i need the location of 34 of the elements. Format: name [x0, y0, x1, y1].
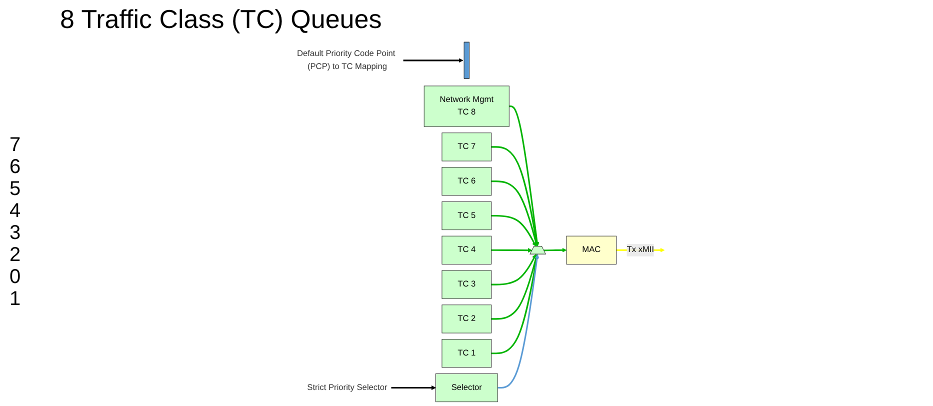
diagram-title: 8 Traffic Class (TC) Queues — [59, 3, 383, 36]
node-box: MAC — [566, 236, 617, 264]
priority-number: 5 — [9, 178, 21, 200]
priority-number: 2 — [9, 244, 21, 266]
arrow — [544, 248, 567, 252]
node-box: Network Mgmt TC 8 — [424, 86, 510, 127]
priority-number: 0 — [9, 266, 21, 288]
priority-number: 4 — [9, 200, 21, 222]
node-trapezoid — [530, 246, 546, 254]
arrow — [491, 214, 536, 247]
edge-label: Tx xMII — [626, 245, 654, 254]
node-box: TC 2 — [442, 304, 492, 334]
node-box: TC 6 — [442, 167, 492, 196]
priority-number: 6 — [9, 156, 21, 178]
node-box: TC 4 — [442, 236, 492, 264]
arrow — [491, 146, 539, 247]
node-box: TC 1 — [442, 339, 492, 368]
priority-number: 1 — [9, 288, 21, 310]
priority-number: 3 — [9, 222, 21, 244]
arrow — [403, 58, 464, 63]
arrow — [491, 254, 538, 320]
arrow — [491, 180, 538, 247]
node-box: TC 5 — [442, 201, 492, 230]
node-text: Default Priority Code Point (PCP) to TC Mapping — [296, 49, 396, 71]
priority-number: 7 — [9, 134, 21, 156]
node-box: Selector — [435, 373, 498, 402]
arrow — [491, 254, 539, 354]
node-box: TC 7 — [442, 132, 492, 162]
arrow — [491, 248, 532, 253]
arrow — [491, 254, 536, 286]
arrow — [391, 385, 436, 390]
node-text: Strict Priority Selector — [307, 383, 388, 392]
node-box: TC 3 — [442, 270, 492, 299]
arrow — [498, 254, 540, 389]
